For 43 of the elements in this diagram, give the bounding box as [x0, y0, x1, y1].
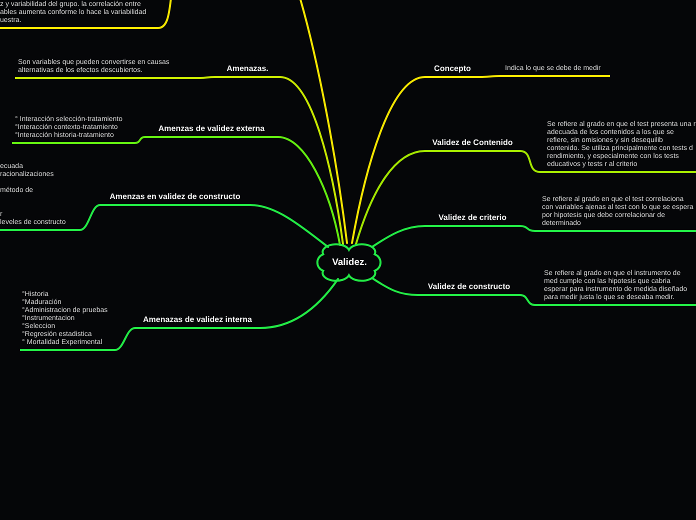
branch-node	[425, 64, 480, 78]
branch-node	[535, 196, 696, 232]
branch-node	[100, 192, 250, 206]
connector-line	[277, 136, 341, 246]
connector-line	[371, 277, 419, 296]
connector-line	[299, 0, 348, 244]
branch-node	[535, 270, 696, 306]
connector-line	[259, 278, 339, 329]
connector-line	[355, 150, 426, 245]
branch-node	[15, 59, 200, 79]
branch-title: Concepto	[433, 64, 472, 73]
branch-node	[425, 138, 520, 152]
branch-title: Amenzas en validez de constructo	[108, 192, 242, 201]
connector-line	[371, 225, 426, 248]
branch-title: Validez de constructo	[426, 282, 512, 291]
branch-title: Validez de criterio	[437, 213, 508, 222]
branch-node	[0, 1, 158, 29]
connector-line	[519, 294, 536, 306]
connector-line	[114, 327, 136, 351]
branch-title: Amenzas de validez externa	[157, 124, 266, 133]
branch-node	[500, 65, 610, 77]
branch-node	[215, 64, 280, 78]
branch-node	[20, 291, 115, 351]
connector-line	[351, 76, 426, 244]
connector-line	[199, 76, 216, 79]
connector-line	[79, 204, 101, 231]
central-title: Validez.	[332, 256, 367, 268]
connector-line	[249, 204, 329, 248]
branch-node	[12, 116, 135, 144]
connector-line	[479, 75, 501, 78]
connector-line	[134, 136, 146, 144]
branch-node	[0, 163, 80, 231]
branch-title: Amenazas de validez interna	[142, 315, 253, 324]
branch-title: Validez de Contenido	[431, 138, 514, 147]
branch-node	[425, 213, 520, 227]
branch-node	[418, 282, 520, 296]
connector-line	[519, 150, 541, 173]
branch-node	[145, 124, 278, 138]
branch-node	[135, 315, 260, 329]
connector-line	[157, 0, 172, 29]
connector-line	[279, 76, 344, 245]
connector-line	[519, 225, 536, 232]
branch-title: Amenazas.	[226, 64, 270, 73]
